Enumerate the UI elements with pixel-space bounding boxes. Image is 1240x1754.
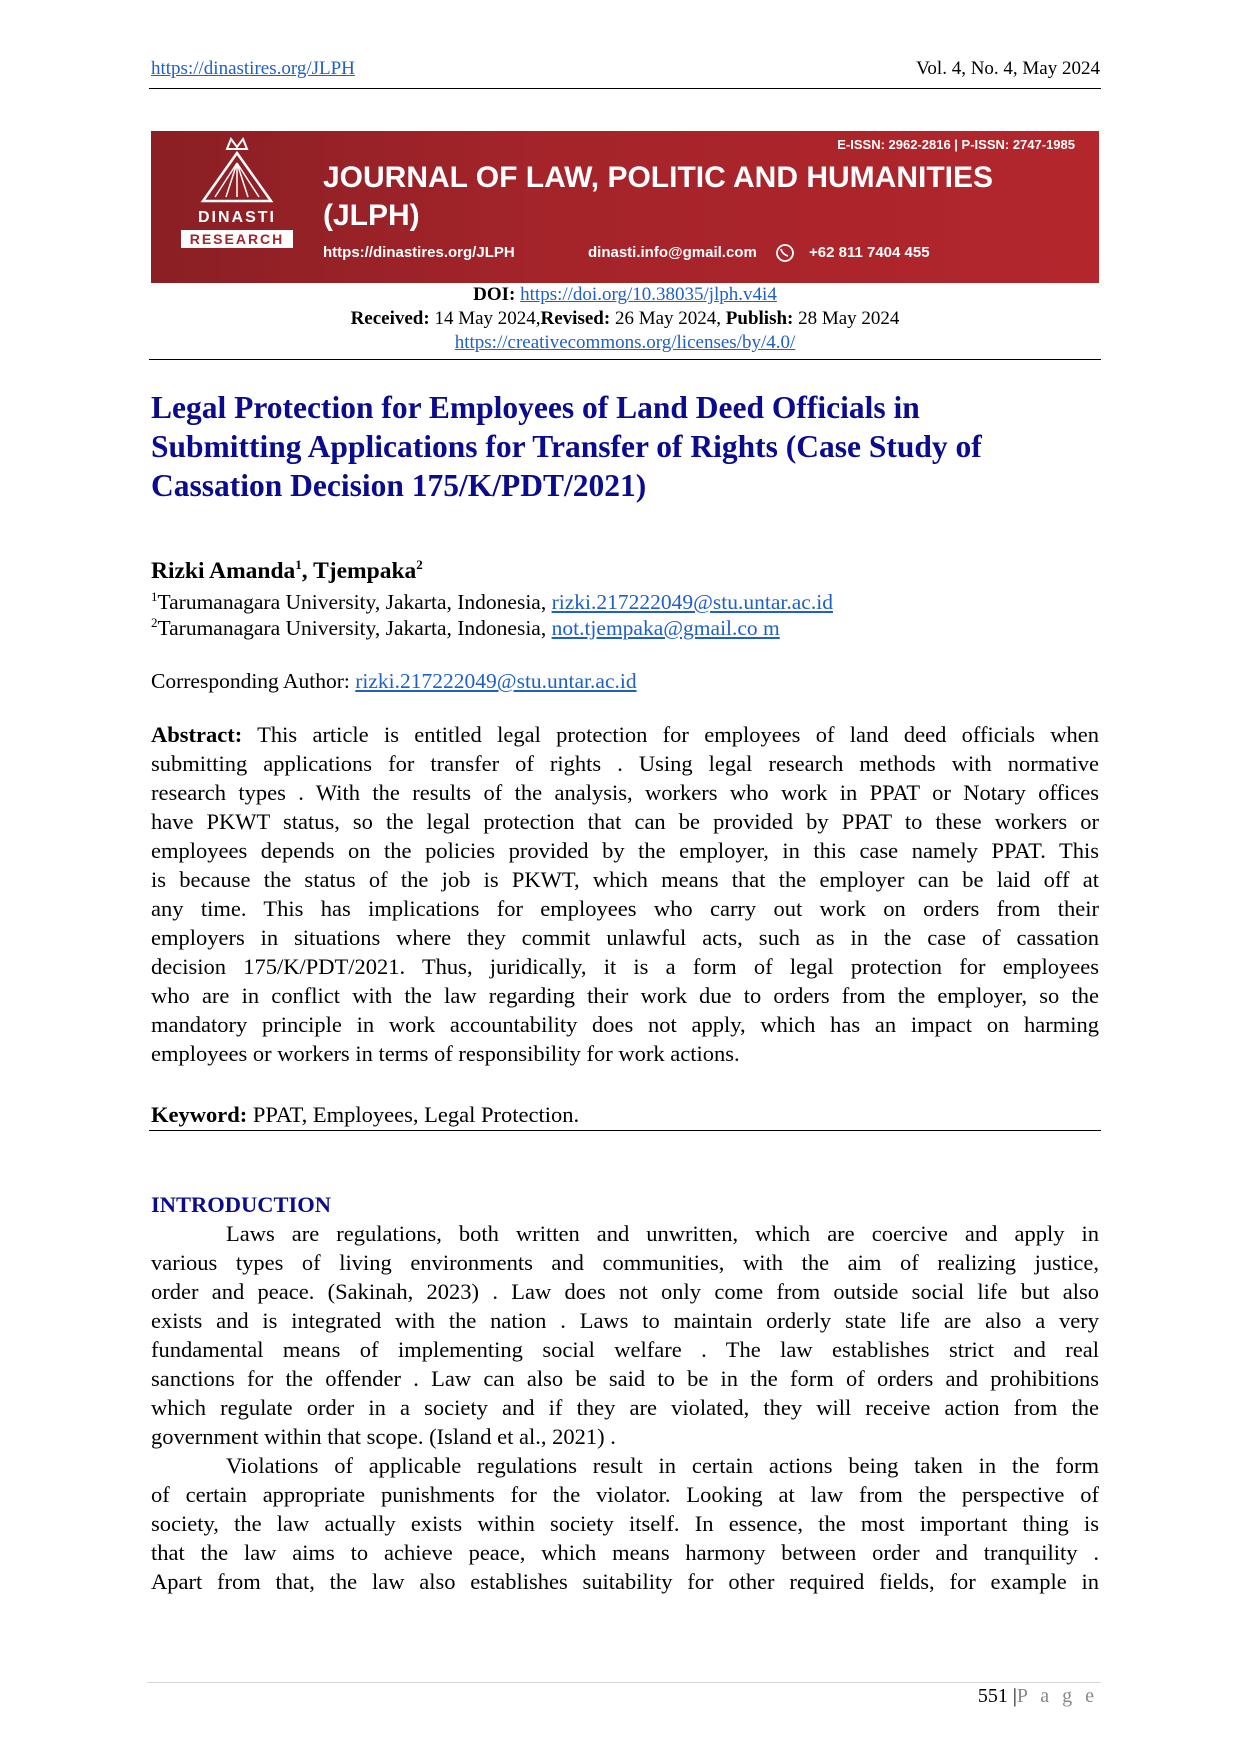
keywords: Keyword: PPAT, Employees, Legal Protecti… [151,1102,580,1127]
banner-email: dinasti.info@gmail.com [588,244,757,261]
journal-title: JOURNAL OF LAW, POLITIC AND HUMANITIES (… [323,161,994,232]
banner-website: https://dinastires.org/JLPH [323,244,515,261]
paper-title: Legal Protection for Employees of Land D… [151,390,982,503]
author2-email-link[interactable]: not.tjempaka@gmail.co m [551,616,780,640]
license-line: https://creativecommons.org/licenses/by/… [151,332,1099,354]
journal-url-link[interactable]: https://dinastires.org/JLPH [151,58,355,79]
journal-banner: DINASTI RESEARCH E-ISSN: 2962-2816 | P-I… [151,131,1099,283]
page-number: 551 |P a g e [977,1685,1098,1707]
author1-email-link[interactable]: rizki.217222049@stu.untar.ac.id [551,590,833,614]
footer-divider [147,1682,1101,1683]
issn-info: E-ISSN: 2962-2816 | P-ISSN: 2747-1985 [837,137,1075,152]
volume-info: Vol. 4, No. 4, May 2024 [916,58,1100,79]
license-link[interactable]: https://creativecommons.org/licenses/by/… [454,332,796,353]
author-list: Rizki Amanda1, Tjempaka2 [151,557,423,584]
introduction-paragraph-1: Laws are regulations, both written and u… [151,1221,1099,1594]
logo-text-top: DINASTI [198,209,276,226]
crown-book-icon [200,136,274,203]
introduction-heading: INTRODUCTION [151,1192,332,1217]
dates-line: Received: 14 May 2024,Revised: 26 May 20… [350,308,900,329]
header-divider [149,88,1101,89]
whatsapp-icon [775,243,795,269]
affiliation-1: 1Tarumanagara University, Jakarta, Indon… [151,588,833,614]
doi-line: DOI: https://doi.org/10.38035/jlph.v4i4 [473,284,777,305]
corresponding-author: Corresponding Author: rizki.217222049@st… [151,669,637,693]
logo-text-bottom: RESEARCH [181,230,293,248]
affiliations: 1Tarumanagara University, Jakarta, Indon… [151,589,1099,641]
keywords-divider [149,1130,1101,1131]
banner-phone: +62 811 7404 455 [809,244,930,261]
dinasti-logo: DINASTI RESEARCH [181,135,293,265]
meta-divider [149,359,1101,360]
abstract: Abstract: This article is entitled legal… [151,722,1099,1066]
affiliation-2: 2Tarumanagara University, Jakarta, Indon… [151,614,780,640]
corresponding-email-link[interactable]: rizki.217222049@stu.untar.ac.id [355,669,637,693]
doi-link[interactable]: https://doi.org/10.38035/jlph.v4i4 [520,284,777,305]
